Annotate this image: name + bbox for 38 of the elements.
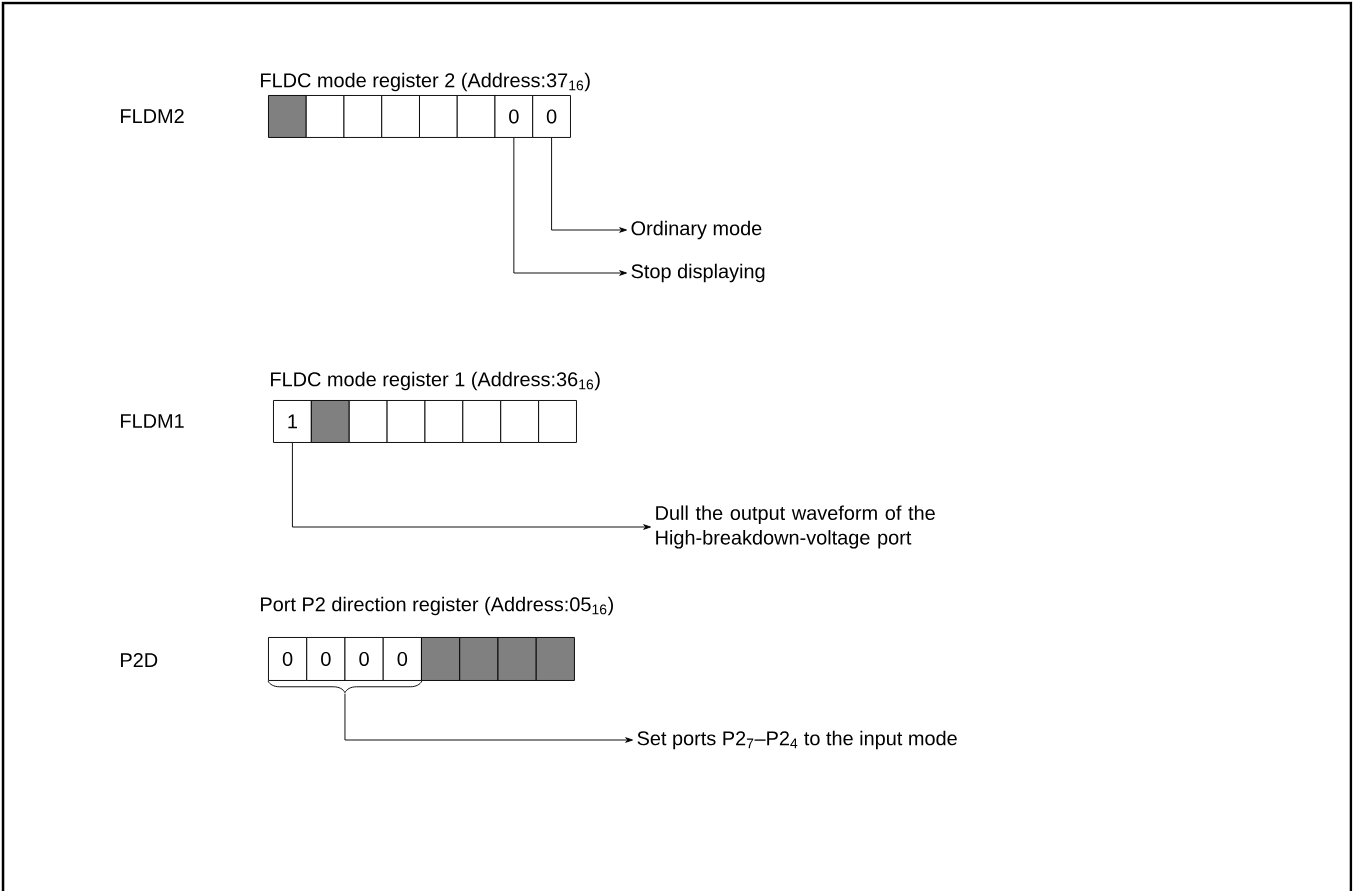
shaded-bit-cell [535,637,575,681]
bit-cell: 0 [268,637,308,681]
shaded-bit-cell [268,95,307,138]
register-title: Port P2 direction register (Address:05$_{16}$) [261,596,613,616]
bit-cell: 0 [494,95,534,138]
shaded-bit-cell [421,637,461,681]
bit-cell [348,400,388,443]
shaded-bit-cell [459,637,499,681]
register-name: P2D [121,653,158,667]
bit-cell [500,400,540,443]
annotation-text: Set ports P2$_{7}$–P2$_{4}$ to the input mode [637,730,957,750]
bit-cell [305,95,345,138]
shaded-bit-cell [497,637,537,681]
register-name: FLDM1 [121,414,184,428]
leader-arrow [551,137,627,233]
shaded-bit-cell [310,400,350,443]
leader-arrow [291,442,651,530]
bit-cell: 0 [344,637,384,681]
bit-cell [538,400,577,443]
bit-cell: 0 [306,637,346,681]
bit-cell [381,95,420,138]
bit-cell [343,95,383,138]
annotation-text: Dull the output waveform of the High-breakdown-voltage port [656,505,935,549]
bit-cell [386,400,426,443]
register-title: FLDC mode register 1 (Address:36$_{16}$) [271,371,600,391]
braced-leader-arrow [267,680,633,743]
register-name: FLDM2 [121,109,184,123]
bit-cell [462,400,502,443]
leader-arrow [513,137,627,276]
bit-cell [456,95,496,138]
annotation-text: Ordinary mode [631,220,762,240]
bit-cell: 0 [382,637,422,681]
bit-cell: 1 [273,400,312,443]
bit-cell: 0 [532,95,571,138]
annotation-text: Stop displaying [631,263,765,283]
bit-cell [419,95,458,138]
register-title: FLDC mode register 2 (Address:37$_{16}$) [261,72,590,92]
bit-cell [424,400,464,443]
